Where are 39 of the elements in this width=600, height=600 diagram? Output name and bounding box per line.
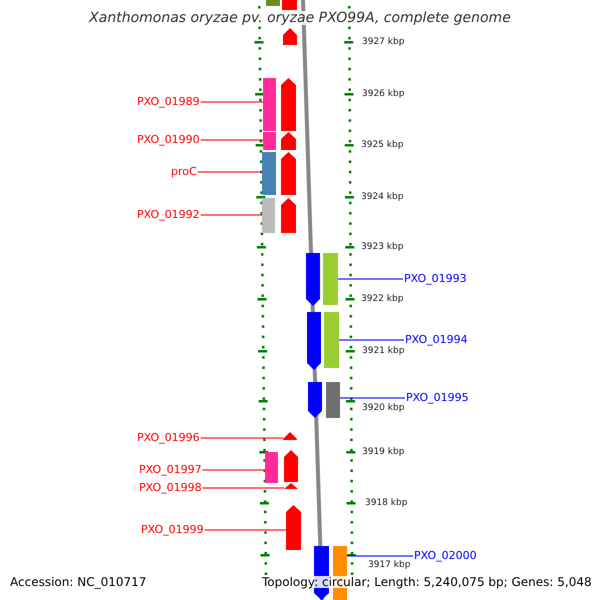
gene-feature — [266, 0, 297, 10]
gene-label: PXO_01989 — [137, 96, 200, 106]
genome-stats-text: Topology: circular; Length: 5,240,075 bp; Genes: 5,048 — [262, 576, 592, 588]
gene-label: PXO_01998 — [139, 482, 202, 492]
gene-label: PXO_02000 — [414, 550, 477, 560]
scale-label: 3926 kbp — [362, 90, 404, 98]
gene-feature — [283, 432, 297, 440]
gene-feature — [263, 78, 296, 131]
gene-label: PXO_01999 — [141, 524, 204, 534]
gene-feature — [307, 312, 339, 370]
leader-line — [200, 214, 262, 216]
gene-feature — [262, 198, 296, 233]
gene-feature — [308, 382, 340, 418]
accession-text: Accession: NC_010717 — [10, 576, 146, 588]
scale-label: 3924 kbp — [361, 192, 404, 202]
gene-feature — [263, 132, 296, 150]
scale-label: 3920 kbp — [362, 404, 404, 412]
scale-label: 3922 kbp — [361, 294, 404, 304]
gene-label: PXO_01995 — [406, 392, 469, 402]
scale-label: 3927 kbp — [362, 38, 404, 46]
gene-label: PXO_01996 — [137, 432, 200, 442]
gene-label: PXO_01994 — [405, 334, 468, 344]
gene-label: PXO_01993 — [404, 272, 467, 284]
leader-line — [338, 278, 404, 280]
gene-label: proC — [171, 166, 197, 176]
gene-feature — [286, 505, 301, 550]
scale-label: 3917 kbp — [368, 560, 410, 570]
gene-feature — [306, 253, 338, 306]
gene-feature — [283, 28, 297, 45]
gene-label: PXO_01992 — [137, 208, 200, 220]
gene-feature — [265, 450, 298, 483]
gene-feature — [262, 152, 296, 195]
gene-label: PXO_01997 — [139, 464, 202, 474]
scale-label: 3921 kbp — [362, 346, 404, 356]
scale-label: 3923 kbp — [361, 242, 404, 252]
scale-label: 3919 kbp — [362, 448, 404, 456]
scale-label: 3925 kbp — [361, 140, 404, 150]
scale-label: 3918 kbp — [365, 498, 408, 508]
gene-label: PXO_01990 — [137, 134, 200, 144]
